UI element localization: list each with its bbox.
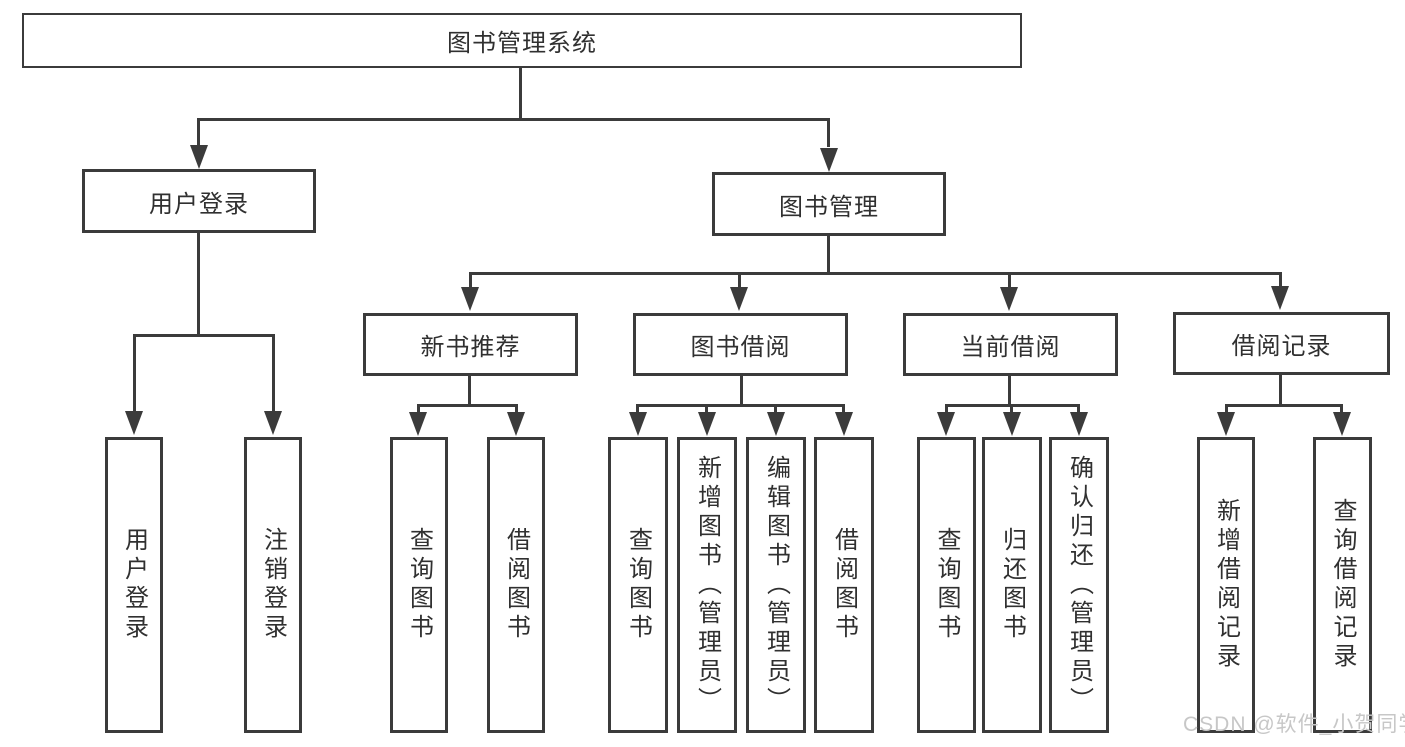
leaf-user-login-label: 用户登录 (120, 527, 148, 643)
connector-borrowrecord-drop-2 (1340, 404, 1343, 413)
connector-userlogin-stem (197, 233, 200, 337)
arrowhead-currentborrow-confirm (1070, 412, 1088, 436)
connector-currentborrow-drop-1 (945, 404, 948, 413)
arrowhead-book-borrow (730, 287, 748, 311)
leaf-return-books: 归还图书 (982, 437, 1042, 733)
leaf-confirm-return-admin-label: 确认归还（管理员） (1065, 454, 1093, 716)
leaf-user-login: 用户登录 (105, 437, 163, 733)
connector-bookborrow-drop-1 (636, 404, 639, 413)
connector-currentborrow-drop-2 (1010, 404, 1013, 413)
connector-bookmgmt-drop-1 (469, 272, 472, 288)
arrowhead-book-management (820, 148, 838, 172)
arrowhead-record-query (1333, 412, 1351, 436)
node-current-borrow: 当前借阅 (903, 313, 1118, 376)
leaf-add-books-admin: 新增图书（管理员） (677, 437, 737, 733)
node-book-management: 图书管理 (712, 172, 946, 236)
connector-root-drop-left (197, 118, 200, 147)
csdn-watermark: CSDN @软件_小贺同学 (1183, 713, 1405, 736)
arrowhead-current-borrow (1000, 287, 1018, 311)
connector-bookborrow-bar (636, 404, 845, 407)
leaf-borrow-query-books: 查询图书 (608, 437, 668, 733)
arrowhead-newbook-query (409, 412, 427, 436)
connector-bookmgmt-stem (827, 236, 830, 275)
connector-newbook-drop-1 (417, 404, 420, 413)
connector-bookmgmt-bar (469, 272, 1282, 275)
connector-newbook-stem (468, 376, 471, 407)
connector-userlogin-drop-2 (272, 334, 275, 412)
connector-root-stem (519, 68, 522, 120)
leaf-borrow-books: 借阅图书 (814, 437, 874, 733)
connector-userlogin-drop-1 (133, 334, 136, 412)
connector-bookborrow-drop-4 (842, 404, 845, 413)
connector-root-drop-right (827, 118, 830, 147)
connector-currentborrow-stem (1008, 376, 1011, 407)
node-user-login: 用户登录 (82, 169, 316, 233)
node-book-borrow: 图书借阅 (633, 313, 848, 376)
node-root-system: 图书管理系统 (22, 13, 1022, 68)
leaf-newbook-query-books: 查询图书 (390, 437, 448, 733)
leaf-borrow-query-books-label: 查询图书 (624, 527, 652, 643)
leaf-newbook-query-books-label: 查询图书 (405, 527, 433, 643)
leaf-query-borrow-record: 查询借阅记录 (1313, 437, 1372, 733)
connector-bookborrow-drop-3 (774, 404, 777, 413)
connector-borrowrecord-stem (1279, 375, 1282, 407)
leaf-newbook-borrow-books-label: 借阅图书 (502, 527, 530, 643)
arrowhead-new-book-recommend (461, 287, 479, 311)
leaf-logout-label: 注销登录 (259, 527, 287, 643)
connector-bookmgmt-drop-3 (1008, 272, 1011, 288)
leaf-borrow-books-label: 借阅图书 (830, 527, 858, 643)
arrowhead-bookborrow-edit (767, 412, 785, 436)
connector-bookborrow-drop-2 (705, 404, 708, 413)
arrowhead-user-login (190, 145, 208, 169)
connector-bookmgmt-drop-2 (738, 272, 741, 288)
arrowhead-currentborrow-return (1003, 412, 1021, 436)
leaf-newbook-borrow-books: 借阅图书 (487, 437, 545, 733)
arrowhead-bookborrow-add (698, 412, 716, 436)
arrowhead-bookborrow-borrow (835, 412, 853, 436)
leaf-logout: 注销登录 (244, 437, 302, 733)
leaf-add-borrow-record-label: 新增借阅记录 (1212, 498, 1240, 672)
arrowhead-borrow-record (1271, 286, 1289, 310)
arrowhead-bookborrow-query (629, 412, 647, 436)
leaf-current-query-books: 查询图书 (917, 437, 976, 733)
arrowhead-currentborrow-query (937, 412, 955, 436)
arrowhead-leaf-logout (264, 411, 282, 435)
connector-currentborrow-drop-3 (1077, 404, 1080, 413)
arrowhead-record-add (1217, 412, 1235, 436)
leaf-query-borrow-record-label: 查询借阅记录 (1329, 498, 1356, 672)
connector-newbook-drop-2 (515, 404, 518, 413)
connector-borrowrecord-bar (1225, 404, 1343, 407)
connector-bookmgmt-drop-4 (1279, 272, 1282, 288)
connector-root-bar (198, 118, 830, 121)
connector-newbook-bar (417, 404, 518, 407)
arrowhead-leaf-user-login (125, 411, 143, 435)
node-borrow-record: 借阅记录 (1173, 312, 1390, 375)
leaf-confirm-return-admin: 确认归还（管理员） (1049, 437, 1109, 733)
leaf-edit-books-admin-label: 编辑图书（管理员） (762, 454, 790, 716)
leaf-add-borrow-record: 新增借阅记录 (1197, 437, 1255, 733)
leaf-current-query-books-label: 查询图书 (933, 527, 960, 643)
leaf-edit-books-admin: 编辑图书（管理员） (746, 437, 806, 733)
connector-bookborrow-stem (740, 376, 743, 407)
connector-userlogin-bar (133, 334, 275, 337)
leaf-add-books-admin-label: 新增图书（管理员） (693, 454, 721, 716)
leaf-return-books-label: 归还图书 (998, 527, 1026, 643)
arrowhead-newbook-borrow (507, 412, 525, 436)
connector-borrowrecord-drop-1 (1225, 404, 1228, 413)
node-new-book-recommend: 新书推荐 (363, 313, 578, 376)
